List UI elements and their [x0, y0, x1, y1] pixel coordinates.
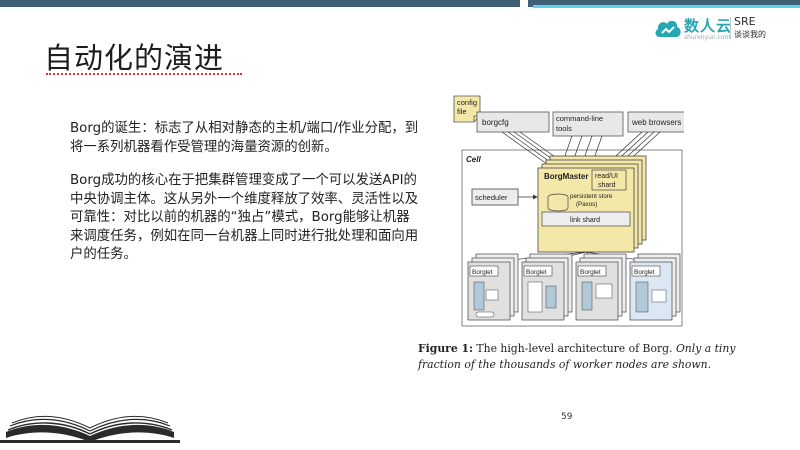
config-file-label-1: config	[457, 98, 477, 107]
client-command-line-tools: command-line tools	[552, 111, 624, 137]
logo-url-text: shurenyun.com	[684, 34, 731, 41]
logo-sre-subtitle: 谈谈我的	[734, 30, 766, 39]
borglet-label-4: Borglet	[634, 269, 655, 276]
top-bar	[0, 0, 800, 9]
figure-caption-label: Figure 1:	[418, 342, 473, 355]
borglet-label-3: Borglet	[580, 269, 601, 276]
borglet-machine-2: Borglet	[521, 253, 573, 321]
scheduler-label: scheduler	[475, 193, 508, 202]
config-file-label-2: file	[457, 107, 467, 116]
top-bar-segment-right	[528, 0, 800, 7]
borglet-machine-1: Borglet	[467, 253, 519, 321]
logo-sre-text: SRE	[734, 15, 756, 28]
page-number: 59	[561, 412, 573, 422]
figure-caption-italic: Only a tiny fraction of the thousands of…	[418, 342, 736, 371]
client-web-browsers: web browsers	[627, 111, 684, 133]
figure-caption-text: The high-level architecture of Borg.	[472, 342, 676, 355]
client-web-label: web browsers	[631, 118, 681, 127]
figure-caption: Figure 1: The high-level architecture of…	[418, 341, 778, 373]
top-bar-gap	[520, 0, 528, 7]
borgmaster-label: BorgMaster	[544, 172, 588, 181]
client-cli-label-2: tools	[556, 124, 572, 133]
top-bar-segment-left	[0, 0, 520, 7]
cloud-icon	[655, 20, 681, 37]
borglet-label-2: Borglet	[526, 269, 547, 276]
paragraph-borg-birth: Borg的诞生：标志了从相对静态的主机/端口/作业分配，到将一系列机器看作受管理…	[70, 121, 419, 155]
logo-brand-text: 数人云	[684, 17, 733, 35]
scheduler: scheduler	[471, 188, 538, 206]
borgmaster: BorgMaster read/UI shard persistent stor…	[537, 155, 647, 253]
company-logo: 数人云 shurenyun.com SRE 谈谈我的	[654, 14, 800, 44]
link-shard-box	[541, 211, 631, 227]
open-book-icon	[0, 415, 180, 443]
client-borgcfg-label: borgcfg	[482, 118, 509, 127]
paragraph-borg-core: Borg成功的核心在于把集群管理变成了一个可以发送API的中央协调主体。这从另外…	[70, 173, 419, 262]
slide-body: Borg的诞生：标志了从相对静态的主机/端口/作业分配，到将一系列机器看作受管理…	[70, 120, 420, 280]
slide-title: 自动化的演进	[44, 41, 225, 75]
top-bar-accent-line	[533, 5, 800, 8]
persistent-store-sub: (Paxos)	[576, 201, 597, 208]
client-cli-label-1: command-line	[556, 114, 603, 123]
ui-shard-box	[591, 169, 627, 191]
borg-architecture-diagram: config file borgcfg command-line tools w…	[453, 95, 684, 327]
borglet-machine-3: Borglet	[575, 253, 627, 321]
borglet-machine-4: Borglet	[629, 253, 681, 321]
client-borgcfg: borgcfg	[476, 111, 550, 133]
cell-border	[461, 149, 683, 327]
persistent-store-label: persistent store	[570, 193, 613, 200]
config-file-icon: config file	[453, 95, 481, 123]
cell-label: Cell	[466, 155, 481, 164]
borglet-label-1: Borglet	[472, 269, 493, 276]
ui-shard-label-1: read/UI	[595, 173, 618, 180]
logo-divider	[730, 17, 731, 39]
link-shard-label: link shard	[570, 217, 600, 224]
spellcheck-underline	[46, 71, 242, 75]
ui-shard-label-2: shard	[598, 182, 616, 189]
